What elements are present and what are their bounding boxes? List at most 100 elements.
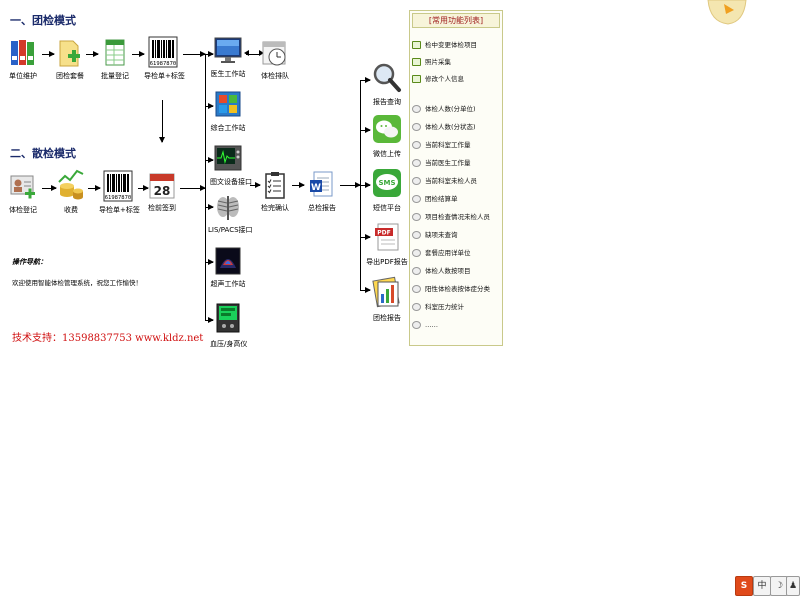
bp-height-label: 血压/身高仪 xyxy=(210,340,248,348)
wechat-icon xyxy=(373,115,401,143)
panel-list-item[interactable]: 当前科室未检人员 xyxy=(412,177,477,186)
calendar-icon: 28 xyxy=(149,173,175,199)
pdf-icon-text: PDF xyxy=(377,230,390,237)
group-report-node[interactable]: 团检报告 xyxy=(368,276,406,323)
bp-height-node[interactable]: 血压/身高仪 xyxy=(210,302,248,349)
flow-arrow xyxy=(205,157,214,163)
checkin-label: 检前签到 xyxy=(148,204,176,212)
input-method-zh-icon[interactable]: 中 xyxy=(753,576,771,596)
monitor-icon xyxy=(412,41,421,49)
clipboard-check-icon xyxy=(265,172,285,199)
search-icon xyxy=(412,231,421,239)
flow-arrow xyxy=(205,259,214,265)
arrow-head-right xyxy=(259,50,264,56)
search-icon xyxy=(412,123,421,131)
batch-register-label: 批量登记 xyxy=(101,72,129,80)
exam-queue-label: 体检排队 xyxy=(261,72,289,80)
panel-list-item[interactable]: 阳性体检表按体症分类 xyxy=(412,285,490,294)
flow-arrow xyxy=(205,103,214,109)
tech-support-text: 技术支持：13598837753 www.kldz.net xyxy=(12,333,204,344)
sms-icon-text: SMS xyxy=(378,179,395,187)
panel-title: [常用功能列表] xyxy=(412,13,500,28)
unit-maintenance-node[interactable]: 单位维护 xyxy=(6,38,40,81)
scatter-guide-label-text: 导检单+标签 xyxy=(99,206,140,214)
exam-queue-node[interactable]: 体检排队 xyxy=(258,38,292,81)
flow-arrow xyxy=(205,204,214,210)
s-app-icon[interactable]: S xyxy=(735,576,753,596)
search-icon xyxy=(412,159,421,167)
calendar-day: 28 xyxy=(154,184,171,198)
group-report-label: 团检报告 xyxy=(373,314,401,322)
report-query-node[interactable]: 报告查询 xyxy=(368,62,406,107)
calendar-clock-icon xyxy=(262,41,286,66)
panel-top-item[interactable]: 修改个人信息 xyxy=(412,75,464,84)
panel-top-item[interactable]: 检中变更体检项目 xyxy=(412,41,477,50)
export-pdf-node[interactable]: PDF 导出PDF报告 xyxy=(366,222,408,267)
device-interface-node[interactable]: 图文设备接口 xyxy=(210,144,252,187)
batch-register-node[interactable]: 批量登记 xyxy=(99,38,131,81)
id-card-add-icon xyxy=(10,175,35,199)
sms-platform-node[interactable]: SMS 短信平台 xyxy=(368,168,406,213)
flow-arrow xyxy=(360,234,371,240)
ultrasound-station-node[interactable]: 超声工作站 xyxy=(210,246,246,289)
search-icon xyxy=(412,285,421,293)
check-confirm-label: 检完确认 xyxy=(261,204,289,212)
flow-arrow xyxy=(205,317,214,323)
link-line xyxy=(246,54,260,55)
panel-list-item[interactable]: …… xyxy=(412,321,438,330)
pdf-icon: PDF xyxy=(375,223,399,251)
panel-top-item[interactable]: 照片采集 xyxy=(412,58,451,67)
exam-register-node[interactable]: 体检登记 xyxy=(6,172,40,215)
common-functions-panel: [常用功能列表] 检中变更体检项目 照片采集 修改个人信息 体检人数(分单位) … xyxy=(409,10,503,346)
shirt-icon[interactable]: ♟ xyxy=(786,576,800,596)
panel-list-item[interactable]: 套餐应用详单位 xyxy=(412,249,471,258)
flow-arrow xyxy=(180,185,206,191)
search-icon xyxy=(412,267,421,275)
ecg-monitor-icon xyxy=(214,145,242,171)
flow-down-arrow xyxy=(159,100,165,143)
arrow-head-left xyxy=(244,50,249,56)
check-confirm-node[interactable]: 检完确认 xyxy=(258,170,292,213)
flow-arrow xyxy=(42,185,57,191)
summary-report-node[interactable]: W 总检报告 xyxy=(305,170,339,213)
flow-arrow xyxy=(205,51,214,57)
windows-tiles-icon xyxy=(215,91,241,117)
group-package-node[interactable]: 团检套餐 xyxy=(55,38,85,81)
panel-list-item[interactable]: 体检人数按项目 xyxy=(412,267,471,276)
general-station-label: 综合工作站 xyxy=(210,124,246,132)
sms-platform-label: 短信平台 xyxy=(373,204,401,212)
monitor-icon xyxy=(214,37,242,63)
group-guide-label-node[interactable]: 61987870 导检单+标签 xyxy=(144,36,185,81)
panel-list-item[interactable]: 体检人数(分单位) xyxy=(412,105,476,114)
flow-arrow xyxy=(340,182,361,188)
welcome-text: 欢迎使用智能体检管理系统，祝您工作愉快！ xyxy=(12,279,142,287)
panel-list-item[interactable]: 团检结算单 xyxy=(412,195,458,204)
coins-chart-icon xyxy=(58,169,84,200)
flow-arrow xyxy=(292,182,305,188)
panel-list-item[interactable]: 体检人数(分状态) xyxy=(412,123,476,132)
spreadsheet-icon xyxy=(105,39,125,66)
panel-list-item[interactable]: 科室压力统计 xyxy=(412,303,464,312)
panel-list-item[interactable]: 缺项未查询 xyxy=(412,231,458,240)
corner-logo-icon xyxy=(707,0,747,25)
panel-list-item[interactable]: 当前医生工作量 xyxy=(412,159,471,168)
flow-arrow xyxy=(88,185,101,191)
doctor-station-node[interactable]: 医生工作站 xyxy=(210,36,246,79)
lis-pacs-label: LIS/PACS接口 xyxy=(208,226,253,234)
flow-arrow xyxy=(183,51,206,57)
general-station-node[interactable]: 综合工作站 xyxy=(210,90,246,133)
group-package-label: 团检套餐 xyxy=(56,72,84,80)
flow-arrow xyxy=(360,182,371,188)
checkin-node[interactable]: 28 检前签到 xyxy=(146,170,178,213)
panel-list-item[interactable]: 项目检查情况未检人员 xyxy=(412,213,490,222)
wechat-upload-node[interactable]: 微信上传 xyxy=(368,114,406,159)
flow-arrow xyxy=(360,127,371,133)
lis-pacs-node[interactable]: LIS/PACS接口 xyxy=(208,192,253,235)
charge-node[interactable]: 收费 xyxy=(56,168,86,215)
search-icon xyxy=(412,177,421,185)
xray-chest-icon xyxy=(215,194,241,220)
monitor-icon xyxy=(412,75,421,83)
search-icon xyxy=(412,213,421,221)
scatter-guide-label-node[interactable]: 61987870 导检单+标签 xyxy=(99,170,140,215)
panel-list-item[interactable]: 当前科室工作量 xyxy=(412,141,471,150)
